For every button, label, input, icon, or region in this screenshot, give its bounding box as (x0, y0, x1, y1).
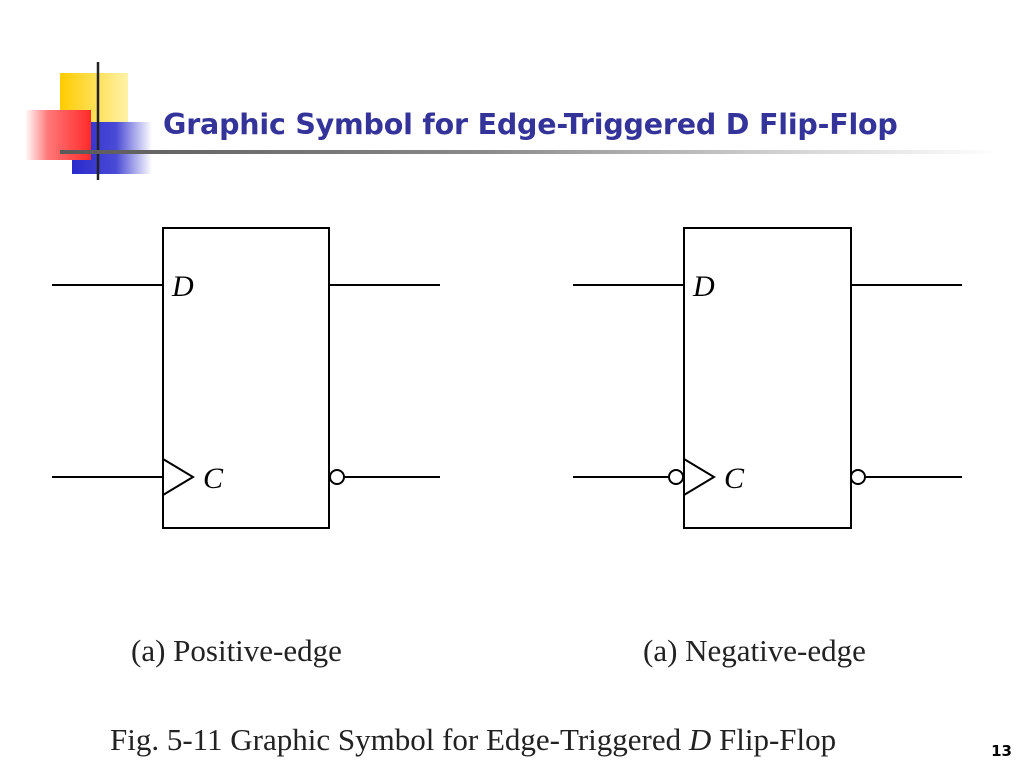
corner-decoration (25, 62, 152, 180)
negative-c-pin-label: C (724, 462, 745, 495)
positive-d-pin-label: D (171, 270, 194, 303)
positive-edge-caption: (a) Positive-edge (131, 633, 342, 668)
slide-title: Graphic Symbol for Edge-Triggered D Flip… (163, 108, 898, 141)
negative-edge-flip-flop (573, 227, 962, 529)
q-bar-bubble (329, 469, 345, 485)
positive-edge-flip-flop (52, 227, 440, 529)
negative-edge-caption: (a) Negative-edge (643, 633, 866, 668)
ff-body (683, 227, 852, 529)
positive-c-pin-label: C (203, 462, 224, 495)
negative-d-pin-label: D (692, 270, 715, 303)
figure-caption: Fig. 5-11 Graphic Symbol for Edge-Trigge… (110, 722, 836, 758)
clock-triangle (683, 458, 716, 496)
clock-triangle (162, 458, 195, 496)
clock-inversion-bubble (668, 469, 684, 485)
figure-caption-suffix: Flip-Flop (711, 722, 837, 757)
title-underline (60, 150, 1000, 154)
q-bar-bubble (850, 469, 866, 485)
ff-body (162, 227, 330, 529)
page-number: 13 (991, 742, 1012, 760)
figure-caption-prefix: Fig. 5-11 Graphic Symbol for Edge-Trigge… (110, 722, 689, 757)
figure-caption-italic: D (688, 722, 712, 757)
